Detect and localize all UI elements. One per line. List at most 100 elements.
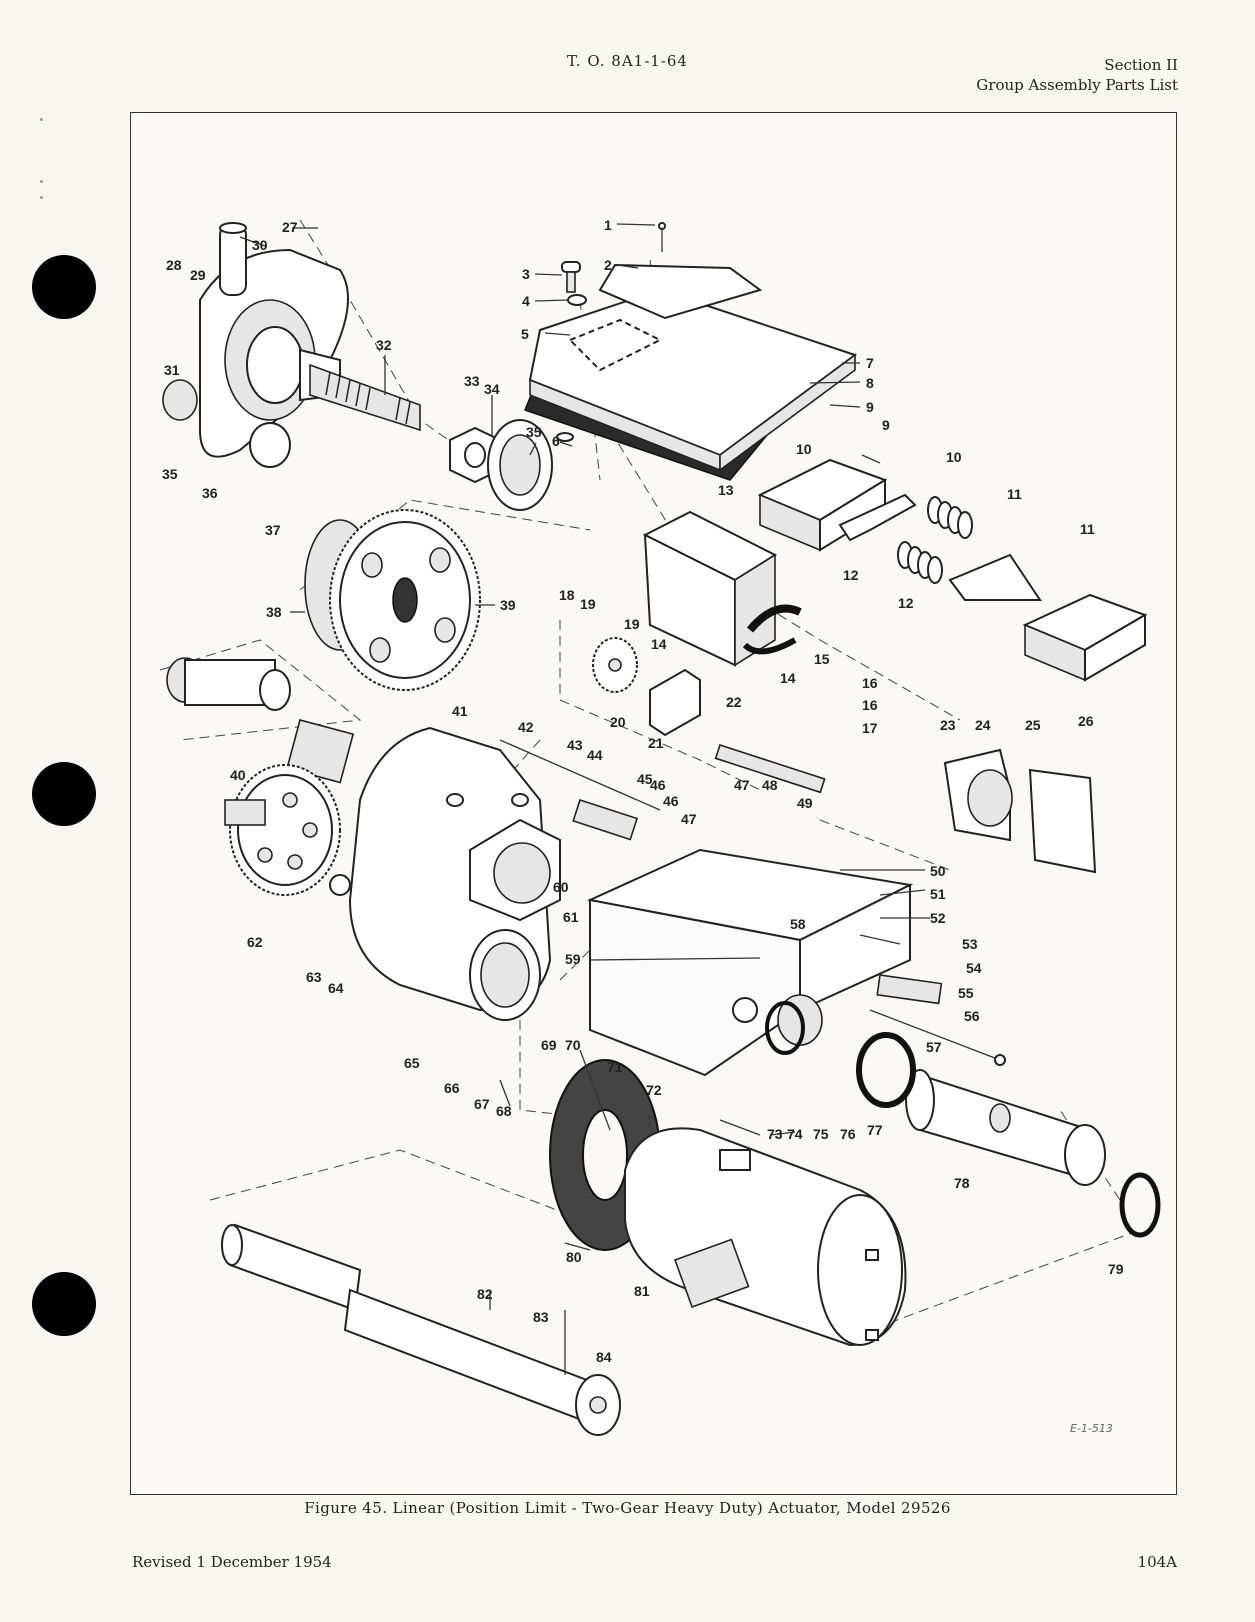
callout-label: 78 [954, 1175, 970, 1191]
callout-label: 79 [1108, 1261, 1124, 1277]
callout-label: 65 [404, 1055, 420, 1071]
callout-label: 25 [1025, 717, 1041, 733]
callout-label: 14 [651, 636, 667, 652]
callout-label: 48 [762, 777, 778, 793]
binder-hole-middle [32, 762, 96, 826]
callout-label: 64 [328, 980, 344, 996]
callout-label: 4 [522, 293, 530, 309]
cover-assembly [524, 263, 858, 481]
plate-18 [948, 553, 1042, 601]
drawing-stamp: E-1-513 [1070, 1422, 1113, 1435]
callout-label: 80 [566, 1249, 582, 1265]
callout-label: 35 [526, 424, 542, 440]
callout-label: 50 [930, 863, 946, 879]
callout-label: 5 [521, 326, 529, 342]
callout-label: 26 [1078, 713, 1094, 729]
callout-label: 54 [966, 960, 982, 976]
screw-washer-1-2 [561, 222, 666, 306]
page-number: 104A [1137, 1553, 1177, 1571]
callout-label: 23 [940, 717, 956, 733]
callout-label: 56 [964, 1008, 980, 1024]
callout-label: 8 [866, 375, 874, 391]
callout-label: 22 [726, 694, 742, 710]
callout-label: 24 [975, 717, 991, 733]
callout-label: 10 [946, 449, 962, 465]
callout-label: 9 [866, 399, 874, 415]
page-mark [40, 118, 43, 121]
shaft-78 [166, 657, 355, 784]
callout-leaders [239, 223, 930, 1310]
callout-label: 49 [797, 795, 813, 811]
callout-label: 9 [882, 417, 890, 433]
callout-label: 21 [648, 735, 664, 751]
end-housing-71 [162, 222, 421, 468]
callout-label: 3 [522, 266, 530, 282]
spring-rod-right [869, 974, 1006, 1066]
callout-label: 46 [650, 777, 666, 793]
section-title: Group Assembly Parts List [976, 76, 1178, 94]
callout-label: 70 [565, 1037, 581, 1053]
callout-label: 11 [1007, 486, 1022, 502]
callout-label: 41 [452, 703, 468, 719]
callout-label: 44 [587, 747, 603, 763]
callout-label: 11 [1080, 521, 1095, 537]
seal-54 [856, 1032, 916, 1108]
callout-label: 61 [563, 909, 579, 925]
binder-hole-top [32, 255, 96, 319]
callout-label: 68 [496, 1103, 512, 1119]
tube-44 [221, 1223, 621, 1436]
callout-label: 43 [567, 737, 583, 753]
callout-label: 62 [247, 934, 263, 950]
switch-bracket-14-lower [1022, 593, 1148, 682]
springs-16 [897, 496, 973, 584]
callout-label: 52 [930, 910, 946, 926]
callout-label: 30 [252, 237, 268, 253]
callout-label: 31 [164, 362, 180, 378]
callout-label: 7 [866, 355, 874, 371]
callout-label: 46 [663, 793, 679, 809]
callout-label: 76 [840, 1126, 856, 1142]
seal-56 [1119, 1172, 1161, 1238]
callout-label: 12 [843, 567, 859, 583]
seal-55 [765, 1001, 805, 1055]
callout-label: 34 [484, 381, 500, 397]
shaft-53 [714, 743, 826, 794]
callout-label: 51 [930, 886, 946, 902]
control-box-39 [642, 510, 802, 667]
callout-label: 2 [604, 257, 612, 273]
callout-label: 63 [306, 969, 322, 985]
gear-76-77 [304, 509, 481, 691]
callout-label: 19 [580, 596, 596, 612]
callout-labels: 1 2 3 4 5 6 7 8 9 9 10 10 11 11 12 12 13… [162, 217, 1124, 1435]
callout-label: 16 [862, 675, 878, 691]
motor-20 [624, 1127, 907, 1347]
callout-label: 67 [474, 1096, 490, 1112]
tube-57 [905, 1069, 1106, 1186]
callout-label: 82 [477, 1286, 493, 1302]
callout-label: 18 [559, 587, 575, 603]
callout-label: 20 [610, 714, 626, 730]
callout-label: 29 [190, 267, 206, 283]
receptacle-59-plate-41 [943, 748, 1097, 874]
plate-17 [838, 493, 917, 542]
callout-label: 42 [518, 719, 534, 735]
callout-label: 12 [898, 595, 914, 611]
page-mark [40, 180, 43, 183]
section-header: Section II Group Assembly Parts List [976, 55, 1178, 95]
callout-label: 84 [596, 1349, 612, 1365]
gear-housing-83 [348, 726, 561, 1021]
gear-79 [224, 764, 351, 896]
callout-label: 66 [444, 1080, 460, 1096]
callout-label: 17 [862, 720, 878, 736]
callout-label: 36 [202, 485, 218, 501]
callout-label: 69 [541, 1037, 557, 1053]
switch-housing-65 [586, 848, 914, 1077]
figure-caption: Figure 45. Linear (Position Limit - Two-… [304, 1499, 951, 1517]
callout-label: 55 [958, 985, 974, 1001]
callout-label: 45 [637, 771, 653, 787]
switch-bracket-14-upper [757, 458, 888, 552]
callout-label: 72 [646, 1082, 662, 1098]
callout-label: 39 [500, 597, 516, 613]
revision-date: Revised 1 December 1954 [132, 1553, 332, 1571]
